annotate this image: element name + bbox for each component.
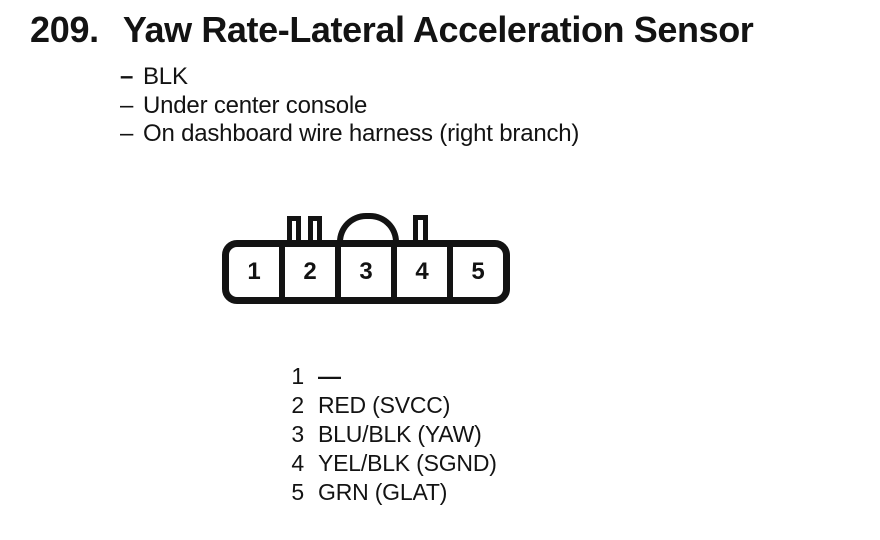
note-text: BLK [143, 63, 188, 90]
note-harness: – On dashboard wire harness (right branc… [120, 120, 579, 149]
sensor-notes: – BLK – Under center console – On dashbo… [120, 63, 579, 149]
pin-row: 4 YEL/BLK (SGND) [290, 449, 497, 478]
pin-legend: 1 — 2 RED (SVCC) 3 BLU/BLK (YAW) 4 YEL/B… [290, 362, 497, 507]
pin-row: 5 GRN (GLAT) [290, 478, 497, 507]
connector-key-tab-icon [308, 216, 322, 242]
note-color: – BLK [120, 63, 579, 92]
pin-number: 4 [291, 450, 304, 476]
dash-bullet: – [120, 91, 134, 119]
pin-label: YEL/BLK (SGND) [318, 450, 497, 476]
connector-cavity-3: 3 [341, 247, 397, 297]
pin-label: RED (SVCC) [318, 392, 451, 418]
pin-row: 1 — [290, 362, 497, 391]
pin-number: 3 [291, 421, 304, 447]
connector-body: 1 2 3 4 5 [222, 240, 510, 304]
pin-row: 3 BLU/BLK (YAW) [290, 420, 497, 449]
pin-label: GRN (GLAT) [318, 479, 448, 505]
note-location: – Under center console [120, 92, 579, 121]
connector-cavity-1: 1 [229, 247, 285, 297]
pin-number: 2 [291, 392, 304, 418]
pin-number: 1 [291, 363, 304, 389]
pin-label: BLU/BLK (YAW) [318, 421, 482, 447]
connector-diagram: 1 2 3 4 5 [222, 213, 510, 305]
connector-lock-bump-icon [337, 213, 399, 242]
connector-cavity-2: 2 [285, 247, 341, 297]
dash-bullet: – [120, 63, 134, 90]
note-text: Under center console [143, 91, 368, 119]
page-heading: 209. Yaw Rate-Lateral Acceleration Senso… [30, 9, 754, 51]
item-number: 209. [30, 9, 99, 50]
connector-key-tab-icon [287, 216, 301, 242]
pin-row: 2 RED (SVCC) [290, 391, 497, 420]
connector-cavity-5: 5 [471, 258, 485, 285]
connector-cavity-4: 4 [397, 247, 453, 297]
dash-bullet: – [120, 120, 134, 147]
note-text: On dashboard wire harness (right branch) [143, 120, 580, 147]
page-title: Yaw Rate-Lateral Acceleration Sensor [122, 9, 754, 50]
connector-key-tab-icon [413, 215, 428, 242]
pin-label: — [318, 363, 342, 389]
pin-number: 5 [291, 479, 304, 505]
